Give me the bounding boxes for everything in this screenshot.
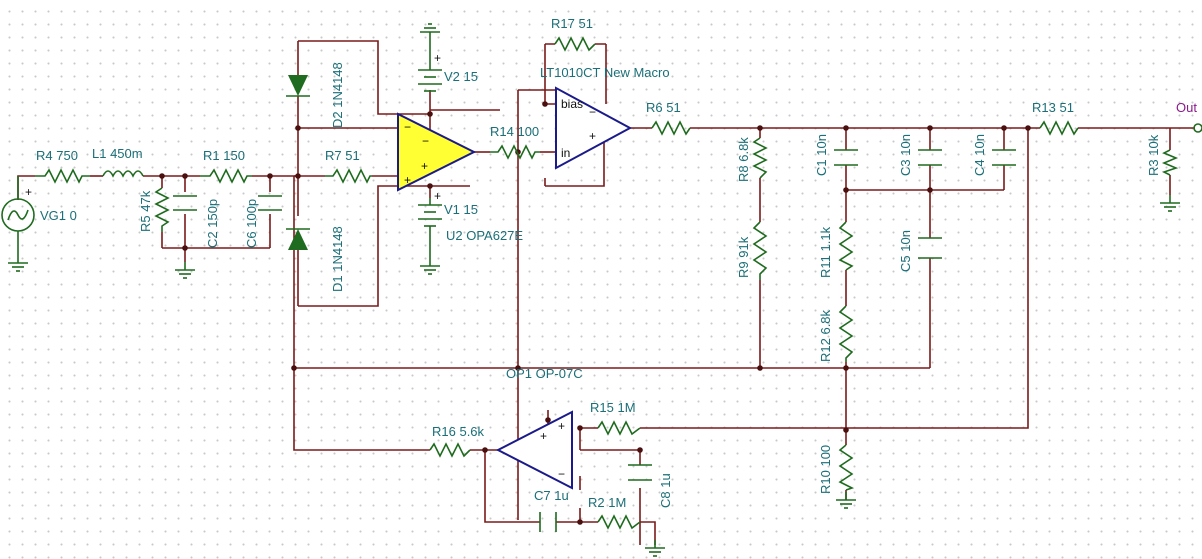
r17-resistor[interactable] — [554, 36, 596, 52]
svg-text:+: + — [25, 185, 32, 199]
c8-capacitor[interactable] — [628, 464, 652, 481]
r1-label: R1 150 — [203, 148, 245, 163]
u2-opamp[interactable]: − + − + — [397, 112, 477, 192]
r9-resistor[interactable] — [752, 221, 768, 280]
r15-label: R15 1M — [590, 400, 636, 415]
r15-resistor[interactable] — [597, 420, 641, 436]
junction-dots — [159, 101, 1031, 525]
r12-label: R12 6.8k — [818, 309, 833, 362]
r8-resistor[interactable] — [752, 137, 768, 179]
c3-label: C3 10n — [898, 134, 913, 176]
d1-label: D1 1N4148 — [330, 226, 345, 292]
r5-label: R5 47k — [138, 190, 153, 232]
c7-capacitor[interactable] — [539, 512, 557, 532]
r6-resistor[interactable] — [651, 120, 691, 136]
ground-symbol — [835, 491, 857, 509]
svg-text:−: − — [422, 134, 429, 148]
r7-label: R7 51 — [325, 148, 360, 163]
svg-text:−: − — [589, 105, 596, 119]
c4-label: C4 10n — [972, 134, 987, 176]
r3-resistor[interactable] — [1161, 149, 1179, 176]
ground-symbol — [1159, 194, 1181, 212]
svg-text:−: − — [558, 467, 565, 481]
d2-diode[interactable] — [286, 75, 310, 97]
r9-label: R9 91k — [736, 236, 751, 278]
c8-label: C8 1u — [658, 473, 673, 508]
svg-text:+: + — [421, 159, 428, 173]
r13-label: R13 51 — [1032, 100, 1074, 115]
r6-label: R6 51 — [646, 100, 681, 115]
wires — [17, 40, 1195, 545]
r4-label: R4 750 — [36, 148, 78, 163]
output-terminal[interactable] — [1193, 123, 1202, 133]
v1-label: V1 15 — [444, 202, 478, 217]
d1-diode[interactable] — [286, 228, 310, 250]
r17-label: R17 51 — [551, 16, 593, 31]
c2-capacitor[interactable] — [173, 195, 197, 211]
c7-label: C7 1u — [534, 488, 569, 503]
in-pin-label: in — [561, 146, 570, 160]
vg1-label: VG1 0 — [40, 208, 77, 223]
v1-battery[interactable]: + — [418, 189, 442, 258]
r16-label: R16 5.6k — [432, 424, 485, 439]
r4-resistor[interactable] — [35, 168, 90, 184]
vg1-source[interactable]: + — [1, 176, 35, 272]
svg-text:+: + — [589, 129, 596, 143]
c5-capacitor[interactable] — [918, 237, 942, 259]
l1-inductor[interactable] — [102, 170, 144, 178]
u2-label: U2 OPA627E — [446, 228, 523, 243]
bias-pin-label: bias — [561, 97, 583, 111]
op1-opamp[interactable]: + − + — [495, 410, 573, 490]
r10-resistor[interactable] — [838, 444, 855, 491]
d2-label: D2 1N4148 — [330, 62, 345, 128]
svg-text:+: + — [434, 189, 441, 203]
r14-resistor[interactable] — [490, 144, 540, 160]
r11-resistor[interactable] — [838, 221, 854, 271]
op1-label: OP1 OP-07C — [506, 366, 583, 381]
v2-battery[interactable]: + — [418, 40, 442, 92]
c2-label: C2 150p — [205, 199, 220, 248]
r2-label: R2 1M — [588, 495, 626, 510]
v2-label: V2 15 — [444, 69, 478, 84]
c1-capacitor[interactable] — [834, 149, 858, 166]
ground-symbol — [419, 23, 441, 41]
r5-resistor[interactable] — [154, 187, 170, 232]
svg-text:+: + — [558, 419, 565, 433]
lt1010-buffer[interactable]: bias in − + — [555, 86, 633, 170]
lt1010-label: LT1010CT New Macro — [540, 65, 670, 80]
r2-resistor[interactable] — [597, 514, 641, 530]
r1-resistor[interactable] — [200, 168, 252, 184]
r7-resistor[interactable] — [325, 168, 372, 184]
ground-symbol — [419, 257, 441, 275]
ground-symbol — [174, 261, 196, 279]
out-label: Out — [1176, 100, 1197, 115]
c5-label: C5 10n — [898, 230, 913, 272]
c6-label: C6 100p — [244, 199, 259, 248]
svg-text:−: − — [404, 120, 411, 134]
r8-label: R8 6.8k — [736, 137, 751, 182]
svg-text:+: + — [404, 173, 411, 187]
c1-label: C1 10n — [814, 134, 829, 176]
svg-text:+: + — [540, 429, 547, 443]
r10-label: R10 100 — [818, 445, 833, 494]
c6-capacitor[interactable] — [258, 195, 282, 211]
r13-resistor[interactable] — [1039, 120, 1079, 136]
r11-label: R11 1.1k — [818, 226, 833, 278]
r14-label: R14 100 — [490, 124, 539, 139]
r16-resistor[interactable] — [429, 442, 471, 458]
r12-resistor[interactable] — [838, 305, 854, 362]
l1-label: L1 450m — [92, 146, 143, 161]
c3-capacitor[interactable] — [918, 149, 942, 166]
r3-label: R3 10k — [1146, 134, 1161, 176]
ground-symbol — [644, 539, 666, 557]
svg-text:+: + — [434, 51, 441, 65]
c4-capacitor[interactable] — [992, 149, 1016, 166]
